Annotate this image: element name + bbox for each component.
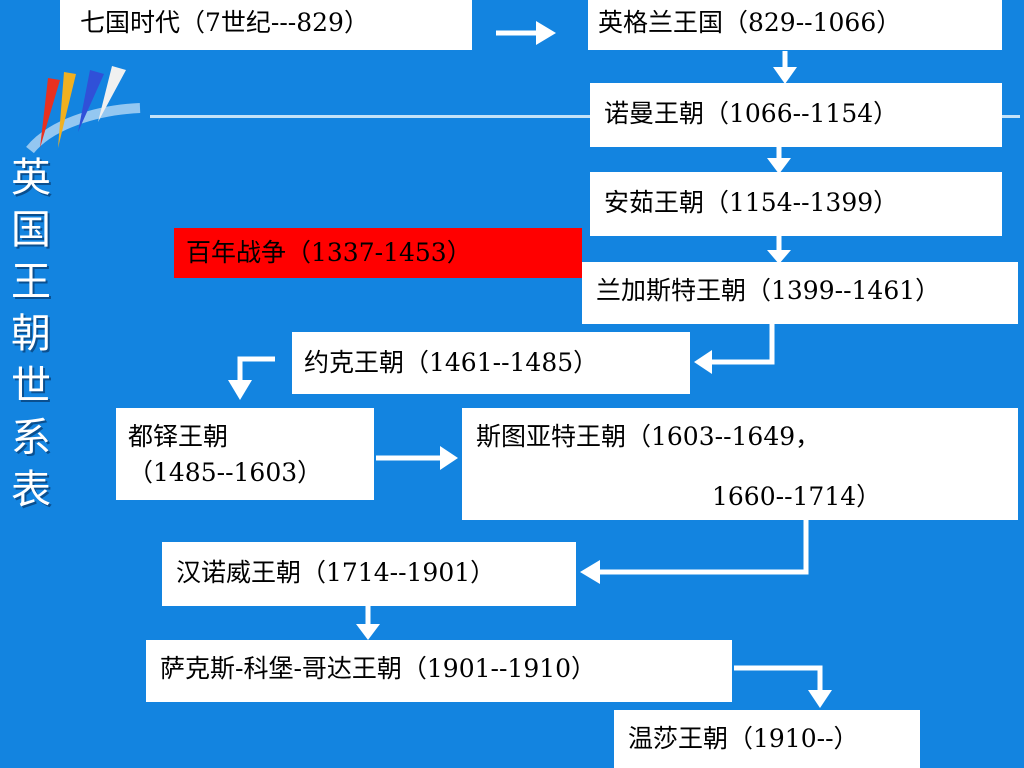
- node-hundred-years-war: 百年战争（1337-1453）: [174, 228, 582, 278]
- node-tudor: 都铎王朝 （1485--1603）: [116, 408, 374, 500]
- node-label: 兰加斯特王朝（1399--1461）: [596, 276, 941, 305]
- node-label: 英格兰王国（829--1066）: [598, 8, 902, 37]
- title-char: 英: [11, 155, 51, 201]
- title-char: 世: [11, 363, 51, 409]
- node-label: 约克王朝（1461--1485）: [304, 348, 599, 377]
- node-label: 诺曼王朝（1066--1154）: [604, 99, 899, 128]
- node-saxe-coburg: 萨克斯-科堡-哥达王朝（1901--1910）: [146, 640, 732, 702]
- node-label: 1660--1714）: [712, 482, 882, 511]
- node-york: 约克王朝（1461--1485）: [292, 332, 690, 394]
- title-char: 系: [11, 415, 51, 461]
- node-label: 斯图亚特王朝（1603--1649，: [476, 422, 821, 451]
- node-seven-kingdoms: 七国时代（7世纪---829）: [60, 0, 472, 50]
- node-label: 安茹王朝（1154--1399）: [604, 188, 899, 217]
- node-label: 温莎王朝（1910--）: [628, 724, 859, 753]
- node-windsor: 温莎王朝（1910--）: [614, 710, 920, 768]
- node-label: 萨克斯-科堡-哥达王朝（1901--1910）: [160, 654, 597, 683]
- title-char: 国: [11, 207, 51, 253]
- node-lancaster: 兰加斯特王朝（1399--1461）: [582, 262, 1018, 324]
- node-norman: 诺曼王朝（1066--1154）: [590, 83, 1002, 147]
- arrow-stuart-to-hanover: [600, 520, 809, 575]
- node-stuart: 斯图亚特王朝（1603--1649， 1660--1714）: [462, 408, 1018, 520]
- node-label: （1485--1603）: [128, 458, 323, 487]
- node-label: 百年战争（1337-1453）: [186, 238, 472, 267]
- node-hanover: 汉诺威王朝（1714--1901）: [162, 542, 576, 606]
- node-anjou: 安茹王朝（1154--1399）: [590, 172, 1002, 236]
- node-label: 都铎王朝: [128, 422, 229, 451]
- title-char: 王: [11, 259, 51, 305]
- title-char: 朝: [11, 311, 51, 357]
- node-label: 汉诺威王朝（1714--1901）: [176, 558, 496, 587]
- node-england: 英格兰王国（829--1066）: [588, 0, 1002, 50]
- node-label: 七国时代（7世纪---829）: [80, 8, 369, 37]
- arrow-lancaster-to-york: [712, 323, 775, 365]
- arrow-saxe-to-windsor: [734, 665, 823, 690]
- logo-mark-icon: [26, 66, 141, 154]
- vertical-title: 英 国 王 朝 世 系 表: [8, 152, 54, 516]
- divider-line: [150, 115, 1020, 118]
- arrow-york-to-tudor: [237, 356, 275, 380]
- title-char: 表: [11, 467, 51, 513]
